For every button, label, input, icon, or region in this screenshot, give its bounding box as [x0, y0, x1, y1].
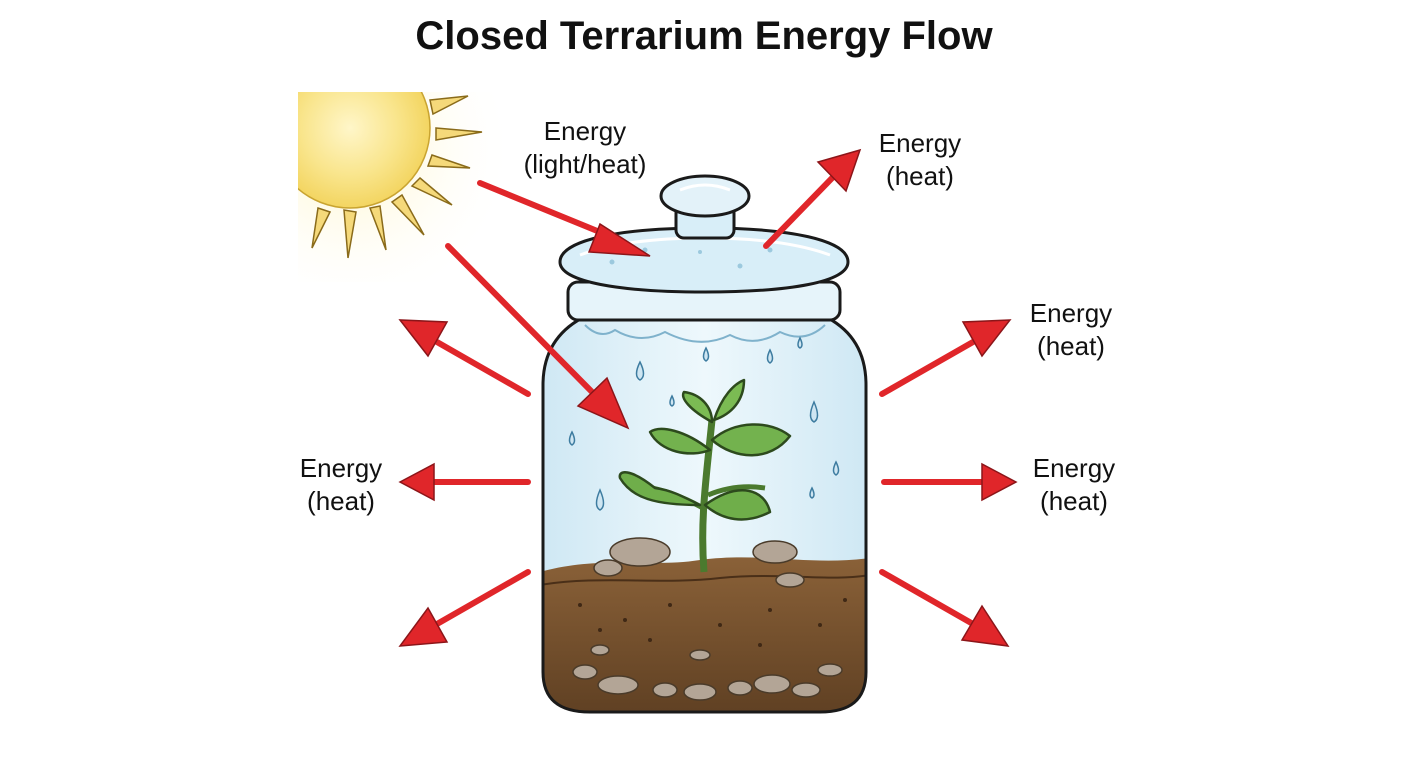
label-incoming-energy: Energy (light/heat): [500, 115, 670, 181]
label-right-upper-line1: Energy: [1029, 298, 1113, 328]
incoming-light-arrow: [477, 180, 651, 257]
heat-arrow-left-lower: [398, 569, 531, 647]
label-top-right-line2: (heat): [886, 161, 954, 191]
heat-arrow-left-middle: [398, 462, 531, 502]
heat-arrow-top-right: [763, 148, 862, 249]
label-left-middle-line1: Energy: [299, 453, 383, 483]
incoming-light-arrow-into-jar: [445, 243, 630, 430]
label-right-middle-line1: Energy: [1032, 453, 1116, 483]
seedling-icon: [618, 378, 792, 573]
label-heat-right-upper: Energy (heat): [1006, 297, 1136, 363]
label-incoming-line2: (light/heat): [523, 149, 647, 179]
label-right-middle-line2: (heat): [1040, 486, 1108, 516]
label-heat-top-right: Energy (heat): [855, 127, 985, 193]
energy-arrows: [398, 148, 1018, 647]
heat-arrow-right-upper: [879, 319, 1012, 397]
label-top-right-line1: Energy: [878, 128, 962, 158]
heat-arrow-right-lower: [879, 569, 1010, 647]
label-heat-right-middle: Energy (heat): [1009, 452, 1139, 518]
heat-arrow-left-upper: [398, 319, 531, 397]
label-left-middle-line2: (heat): [307, 486, 375, 516]
label-right-upper-line2: (heat): [1037, 331, 1105, 361]
sun-icon: [298, 92, 515, 282]
water-droplet-icon: [568, 336, 840, 511]
diagram-title: Closed Terrarium Energy Flow: [415, 14, 993, 58]
heat-arrow-right-middle: [881, 462, 1018, 502]
label-incoming-line1: Energy: [543, 116, 627, 146]
label-heat-left-middle: Energy (heat): [276, 452, 406, 518]
